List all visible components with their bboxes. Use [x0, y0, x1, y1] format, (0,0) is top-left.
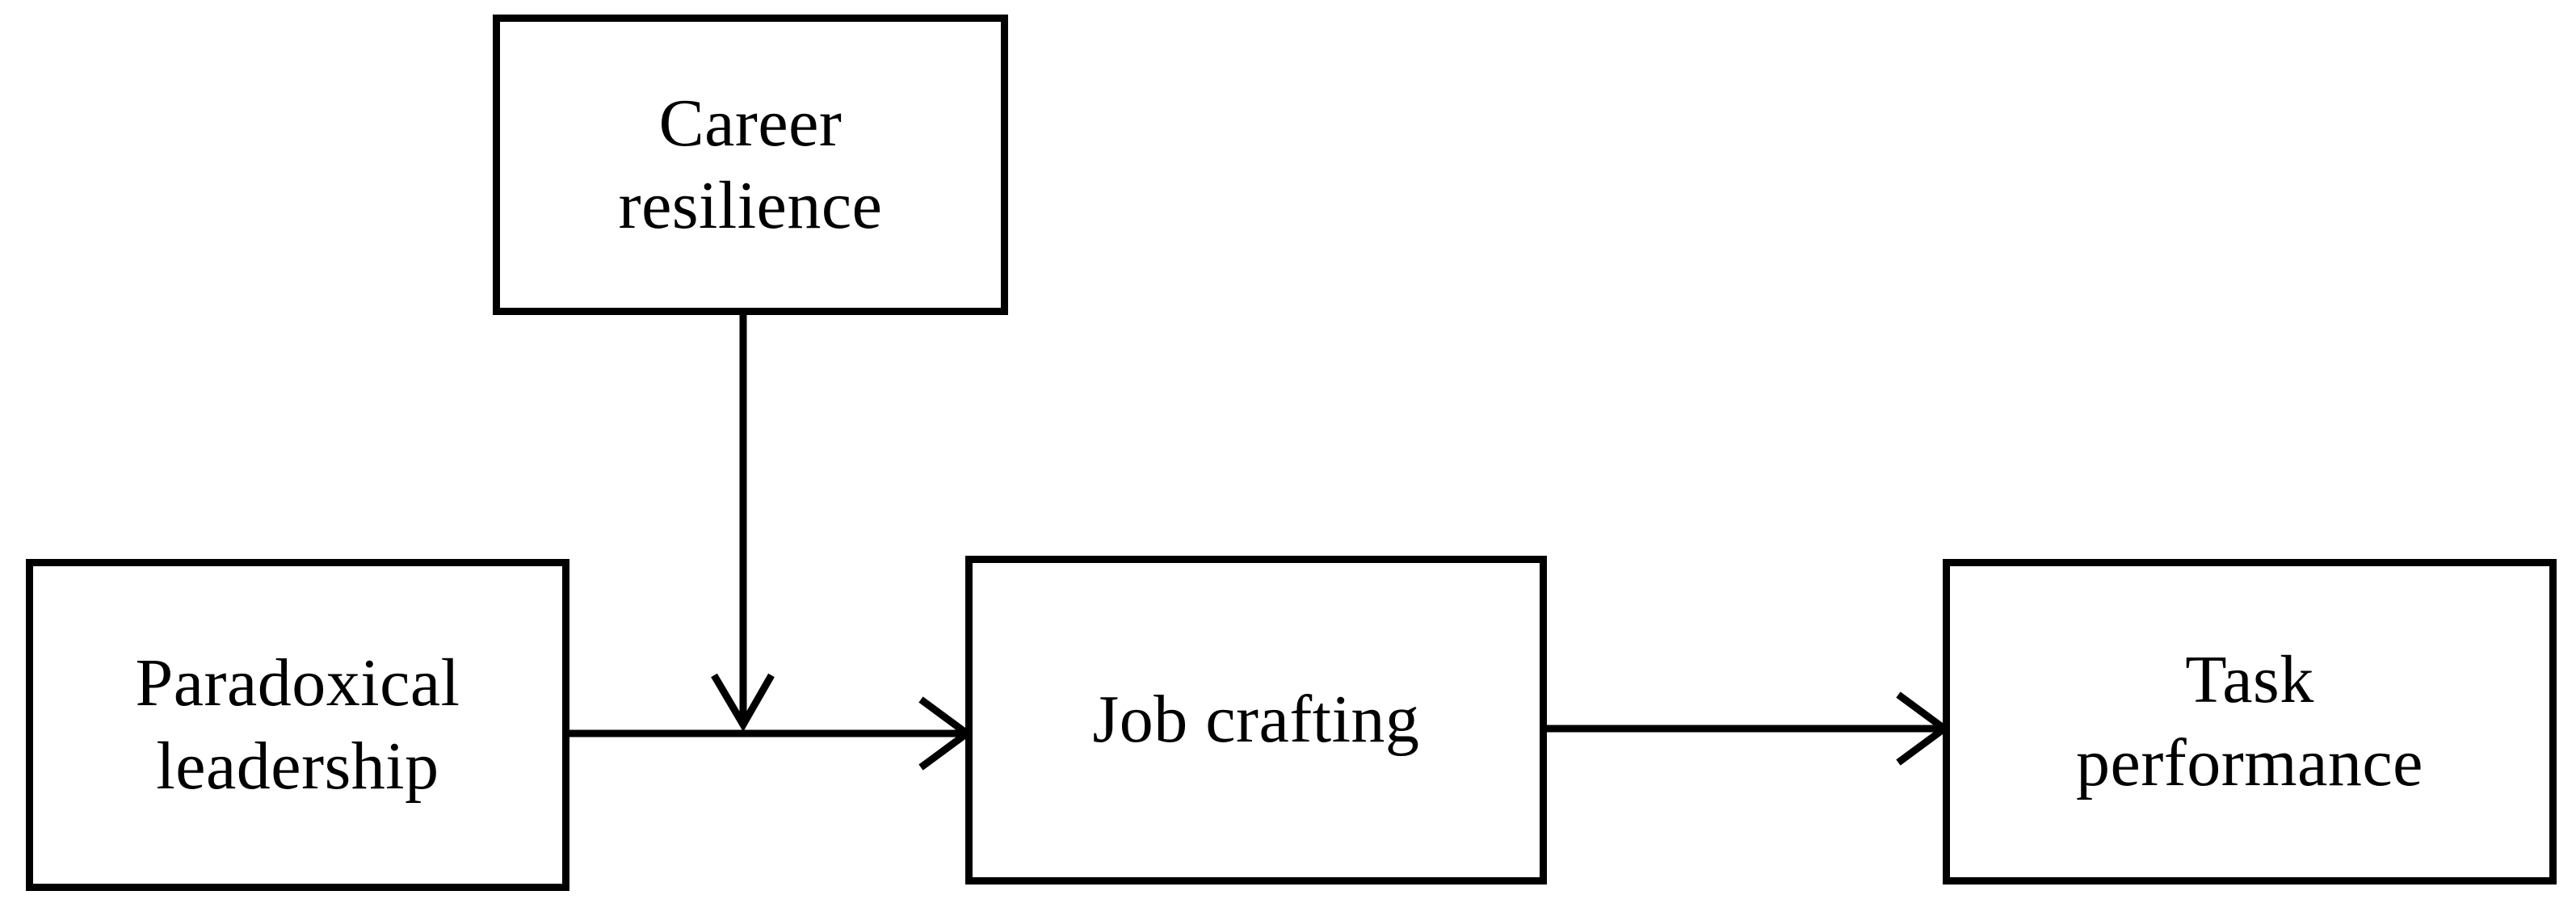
node-career-resilience-label: Career resilience [618, 85, 883, 243]
node-task-performance-label: Task performance [2076, 642, 2423, 800]
node-paradoxical-leadership: Paradoxical leadership [26, 559, 569, 891]
node-career-resilience: Career resilience [493, 15, 1008, 315]
node-paradoxical-leadership-label: Paradoxical leadership [135, 645, 460, 804]
moderation-arrow [711, 315, 775, 732]
node-job-crafting: Job crafting [965, 556, 1547, 884]
node-task-performance: Task performance [1943, 559, 2557, 884]
leadership-to-crafting-arrow [569, 696, 973, 771]
node-job-crafting-label: Job crafting [1092, 682, 1420, 758]
crafting-to-performance-arrow [1547, 691, 1951, 766]
